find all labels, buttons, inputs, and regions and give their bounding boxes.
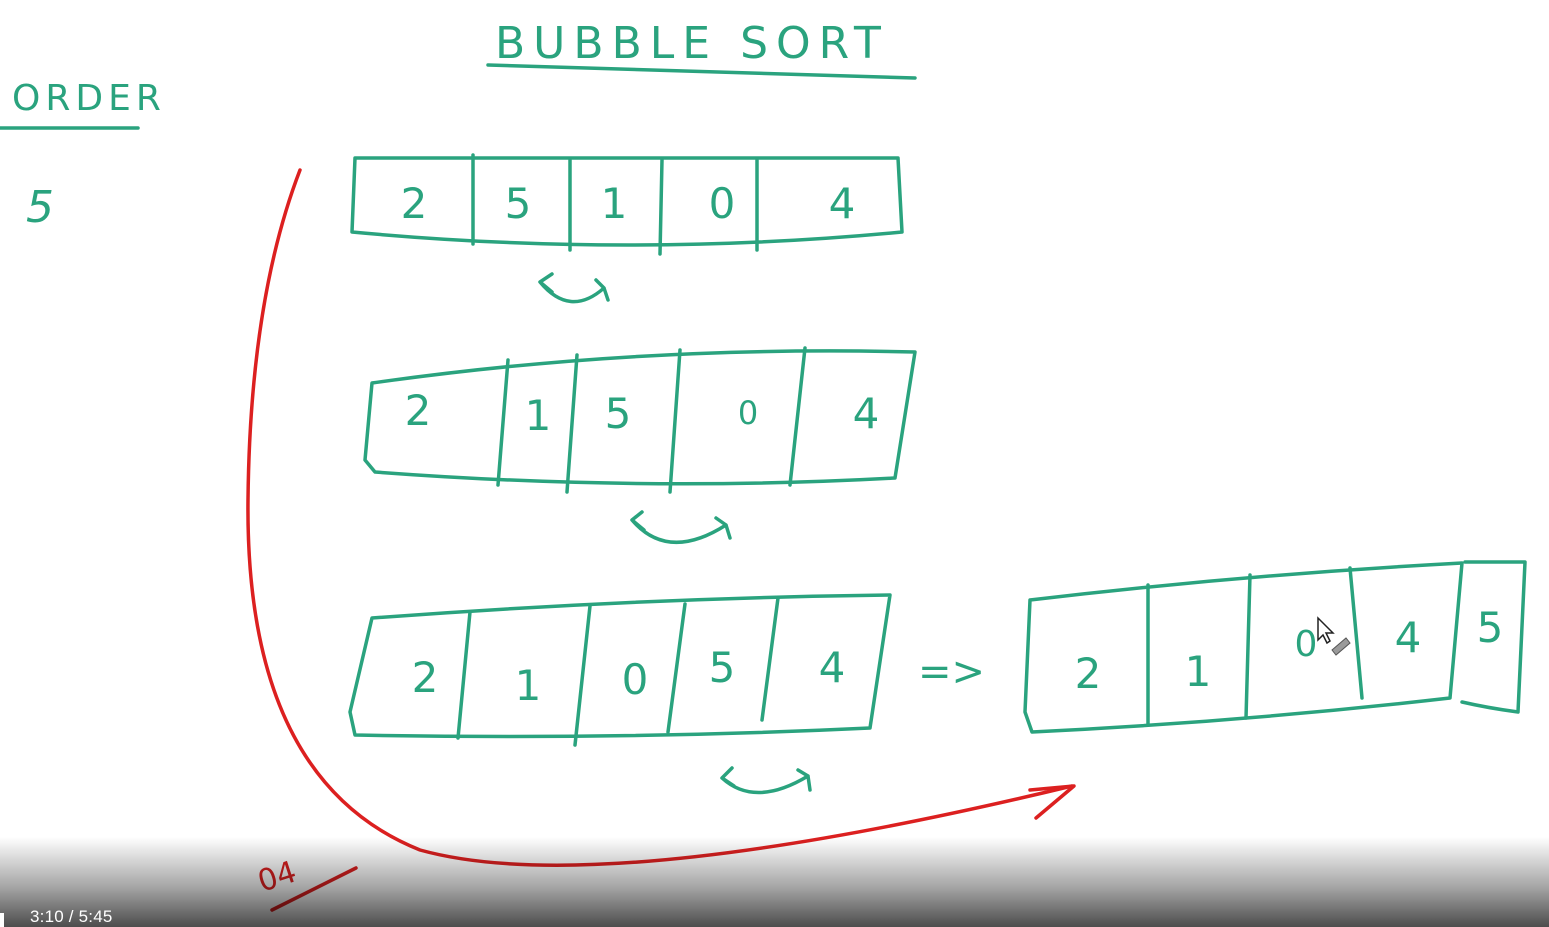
- video-controls[interactable]: 3:10 / 5:45: [0, 837, 1549, 927]
- cell-value: 4: [1395, 613, 1422, 662]
- cell-value: 0: [622, 655, 649, 704]
- cell-value: 1: [1185, 647, 1212, 696]
- cell-value: 5: [709, 643, 736, 692]
- swap-arrow-icon: [630, 510, 732, 545]
- progress-indicator[interactable]: [0, 913, 4, 927]
- cell-value: 1: [601, 179, 628, 228]
- array-row-3: 2 1 0 5 4: [348, 593, 892, 747]
- cell-value: 2: [412, 653, 439, 702]
- array-row-2: 2 1 5 0 4: [363, 346, 917, 494]
- side-value: 5: [26, 182, 54, 233]
- pass-arrowhead-icon: [1028, 784, 1076, 820]
- cursor-icon: [1317, 616, 1351, 656]
- cell-value: 2: [1075, 649, 1102, 698]
- cell-value: 5: [1477, 603, 1504, 652]
- cell-value: 1: [515, 661, 542, 710]
- pass-arrow: [246, 168, 1074, 867]
- time-display: 3:10 / 5:45: [30, 907, 113, 926]
- implies-arrow: =>: [918, 649, 985, 695]
- cell-value: 4: [853, 389, 880, 438]
- cell-value: 5: [505, 179, 532, 228]
- cell-value: 2: [401, 179, 428, 228]
- cell-value: 5: [605, 389, 632, 438]
- side-label: ORDER: [12, 78, 166, 119]
- cell-value: 2: [405, 386, 432, 435]
- title-underline: [486, 63, 917, 80]
- swap-arrow-icon: [538, 272, 610, 304]
- array-row-1: 2 5 1 0 4: [350, 153, 904, 256]
- array-row-4: 2 1 0 4 5: [1023, 560, 1527, 734]
- swap-arrow-icon: [720, 766, 812, 795]
- cell-value: 0: [738, 394, 758, 432]
- cell-value: 4: [819, 643, 846, 692]
- cell-value: 4: [829, 179, 856, 228]
- cell-value: 0: [709, 179, 736, 228]
- cell-value: 0: [1295, 624, 1318, 665]
- title-text: BUBBLE SORT: [495, 18, 889, 69]
- cell-value: 1: [525, 391, 552, 440]
